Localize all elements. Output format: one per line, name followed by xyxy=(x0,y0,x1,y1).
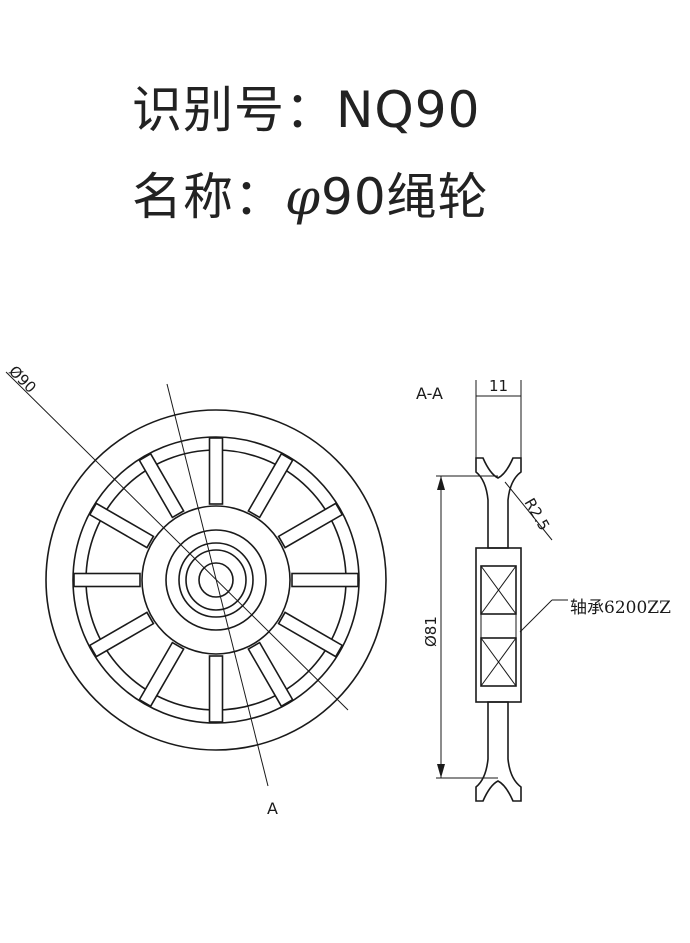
spoke xyxy=(247,641,294,708)
diameter-leader xyxy=(5,371,349,711)
bottom-rim-profile xyxy=(475,701,522,802)
front-view: Ø90 A xyxy=(5,362,387,818)
id-label: 识别号： xyxy=(132,81,336,139)
name-value: 90绳轮 xyxy=(321,168,489,226)
outer-rim xyxy=(45,409,387,751)
section-line xyxy=(166,383,269,787)
section-diameter-label: Ø81 xyxy=(422,616,440,647)
hub-outer xyxy=(141,505,291,655)
name-line: 名称：φ90绳轮 xyxy=(132,157,489,229)
bore xyxy=(198,562,234,598)
bearing-race xyxy=(178,542,254,618)
section-mark: A xyxy=(267,799,278,818)
bore-gap xyxy=(480,613,517,639)
bearing-top-x2 xyxy=(480,565,517,615)
spoke xyxy=(208,655,224,723)
hub-body xyxy=(475,547,522,703)
id-value: NQ90 xyxy=(336,81,481,139)
radius-leader xyxy=(504,481,553,541)
name-label: 名称： xyxy=(132,168,285,226)
spoke xyxy=(247,452,294,519)
bearing-label: 轴承6200ZZ xyxy=(570,598,671,618)
front-diameter-label: Ø90 xyxy=(5,362,40,397)
id-line: 识别号：NQ90 xyxy=(132,70,480,142)
spoke xyxy=(88,611,155,658)
section-view: A-A 11 R2.5 Ø81 轴承6200ZZ xyxy=(416,377,671,802)
radius-label: R2.5 xyxy=(521,495,554,534)
bearing-outer xyxy=(165,529,267,631)
bearing-inner xyxy=(185,549,247,611)
spoke xyxy=(208,437,224,505)
name-symbol: φ xyxy=(285,168,322,226)
bearing-leader-diag xyxy=(519,599,553,633)
spoke xyxy=(277,502,344,549)
section-title: A-A xyxy=(416,384,443,403)
spokes xyxy=(73,437,359,723)
dia-arrow-bottom xyxy=(437,764,445,778)
spoke xyxy=(73,572,141,588)
rim-inner xyxy=(72,436,360,724)
spoke xyxy=(291,572,359,588)
width-label: 11 xyxy=(489,377,508,395)
bearing-bottom-x2 xyxy=(480,637,517,687)
dia-arrow-top xyxy=(437,476,445,490)
spoke xyxy=(138,452,185,519)
spoke xyxy=(88,502,155,549)
spoke xyxy=(277,611,344,658)
top-rim-profile xyxy=(475,457,522,549)
spoke xyxy=(138,641,185,708)
